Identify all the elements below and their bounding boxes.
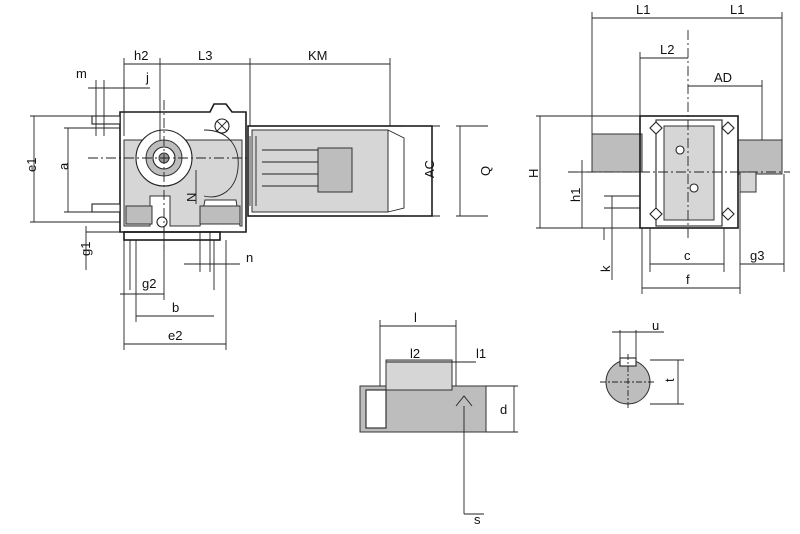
- shaft-detail: l l2 l1 d s: [359, 310, 518, 527]
- foot-boss-right: [199, 205, 241, 225]
- label-H: H: [526, 169, 541, 178]
- key: [385, 359, 453, 391]
- bolt-diamond-bl: [649, 207, 663, 221]
- right-dimensions: [536, 12, 785, 294]
- bolt-diamond-tr: [721, 121, 735, 135]
- terminal-box: [317, 147, 353, 193]
- label-m: m: [76, 66, 87, 81]
- side-housing-core: [663, 125, 715, 221]
- label-g2: g2: [142, 276, 156, 291]
- label-s: s: [474, 512, 481, 527]
- label-h2: h2: [134, 48, 148, 63]
- label-u: u: [652, 318, 659, 333]
- label-d: d: [500, 402, 507, 417]
- housing-lobe: [203, 129, 239, 198]
- label-AD: AD: [714, 70, 732, 85]
- label-f: f: [686, 272, 690, 287]
- label-l: l: [414, 310, 417, 325]
- label-l1: l1: [476, 346, 486, 361]
- left-labels: h2 L3 KM m j e1 a g1 N n g2 b e2 AC Q: [24, 48, 493, 343]
- label-Q: Q: [478, 166, 493, 176]
- label-l2: l2: [410, 346, 420, 361]
- foot-boss-left: [125, 205, 153, 225]
- bolt-diamond-tl: [649, 121, 663, 135]
- label-e2: e2: [168, 328, 182, 343]
- label-N: N: [184, 193, 199, 202]
- gearbox-side-view: [568, 30, 790, 240]
- label-c: c: [684, 248, 691, 263]
- bolt-diamond-br: [721, 207, 735, 221]
- label-h1: h1: [568, 188, 583, 202]
- shaft-step: [739, 171, 757, 193]
- label-n: n: [246, 250, 253, 265]
- foot-plate: [123, 231, 221, 241]
- label-L1-right: L1: [730, 2, 744, 17]
- gearbox-front-view: [88, 100, 250, 290]
- label-t: t: [662, 378, 677, 382]
- label-g1: g1: [78, 242, 93, 256]
- drain-plug: [156, 216, 168, 228]
- key-tab-bottom: [91, 203, 121, 213]
- label-L3: L3: [198, 48, 212, 63]
- output-shaft-right: [737, 139, 783, 175]
- label-j: j: [145, 70, 149, 85]
- left-dimensions: [30, 58, 488, 350]
- label-g3: g3: [750, 248, 764, 263]
- label-b: b: [172, 300, 179, 315]
- label-a: a: [56, 162, 71, 170]
- label-L1-left: L1: [636, 2, 650, 17]
- right-labels: L1 L1 L2 AD H h1 k c g3 f: [526, 2, 764, 287]
- label-KM: KM: [308, 48, 328, 63]
- input-shaft-left: [591, 133, 643, 173]
- label-AC: AC: [422, 160, 437, 178]
- label-k: k: [598, 265, 613, 272]
- label-e1: e1: [24, 158, 39, 172]
- label-L2: L2: [660, 42, 674, 57]
- motor-body: [247, 125, 433, 217]
- shaft-section: u t: [600, 318, 684, 410]
